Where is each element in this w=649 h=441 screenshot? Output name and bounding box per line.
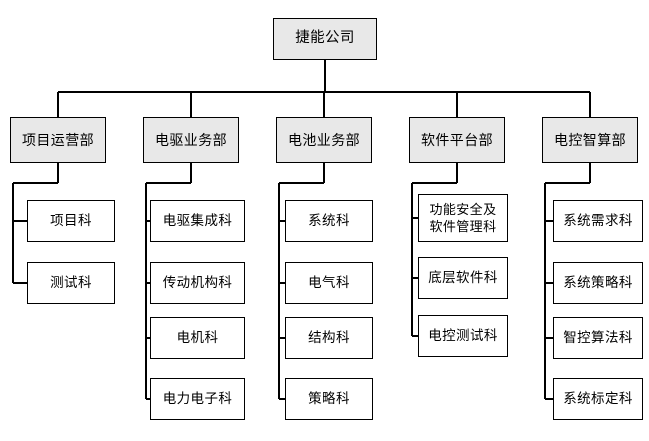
org-node-leaf-5-4[interactable]: 系统标定科 — [553, 378, 643, 420]
org-node-leaf-5-3[interactable]: 智控算法科 — [553, 317, 643, 359]
org-node-leaf-5-2[interactable]: 系统策略科 — [553, 262, 643, 304]
org-node-leaf-3-3[interactable]: 结构科 — [285, 317, 373, 359]
org-node-department-4[interactable]: 软件平台部 — [409, 117, 505, 163]
org-node-department-5[interactable]: 电控智算部 — [542, 117, 638, 163]
org-node-leaf-4-2[interactable]: 底层软件科 — [418, 257, 508, 299]
org-node-leaf-2-2[interactable]: 传动机构科 — [150, 262, 245, 304]
org-node-department-3[interactable]: 电池业务部 — [276, 117, 372, 163]
org-node-leaf-4-1[interactable]: 功能安全及 软件管理科 — [418, 194, 508, 242]
org-node-leaf-2-3[interactable]: 电机科 — [150, 317, 245, 359]
org-node-department-1[interactable]: 项目运营部 — [10, 117, 106, 163]
org-node-leaf-2-1[interactable]: 电驱集成科 — [150, 200, 245, 242]
org-node-leaf-3-1[interactable]: 系统科 — [285, 200, 373, 242]
org-node-department-2[interactable]: 电驱业务部 — [143, 117, 239, 163]
org-node-leaf-3-4[interactable]: 策略科 — [285, 378, 373, 420]
org-node-leaf-2-4[interactable]: 电力电子科 — [150, 378, 245, 420]
org-node-leaf-4-3[interactable]: 电控测试科 — [418, 315, 508, 357]
org-node-leaf-3-2[interactable]: 电气科 — [285, 262, 373, 304]
org-node-root[interactable]: 捷能公司 — [273, 18, 377, 60]
org-node-leaf-1-1[interactable]: 项目科 — [27, 200, 115, 242]
org-node-leaf-1-2[interactable]: 测试科 — [27, 262, 115, 304]
org-node-leaf-5-1[interactable]: 系统需求科 — [553, 200, 643, 242]
